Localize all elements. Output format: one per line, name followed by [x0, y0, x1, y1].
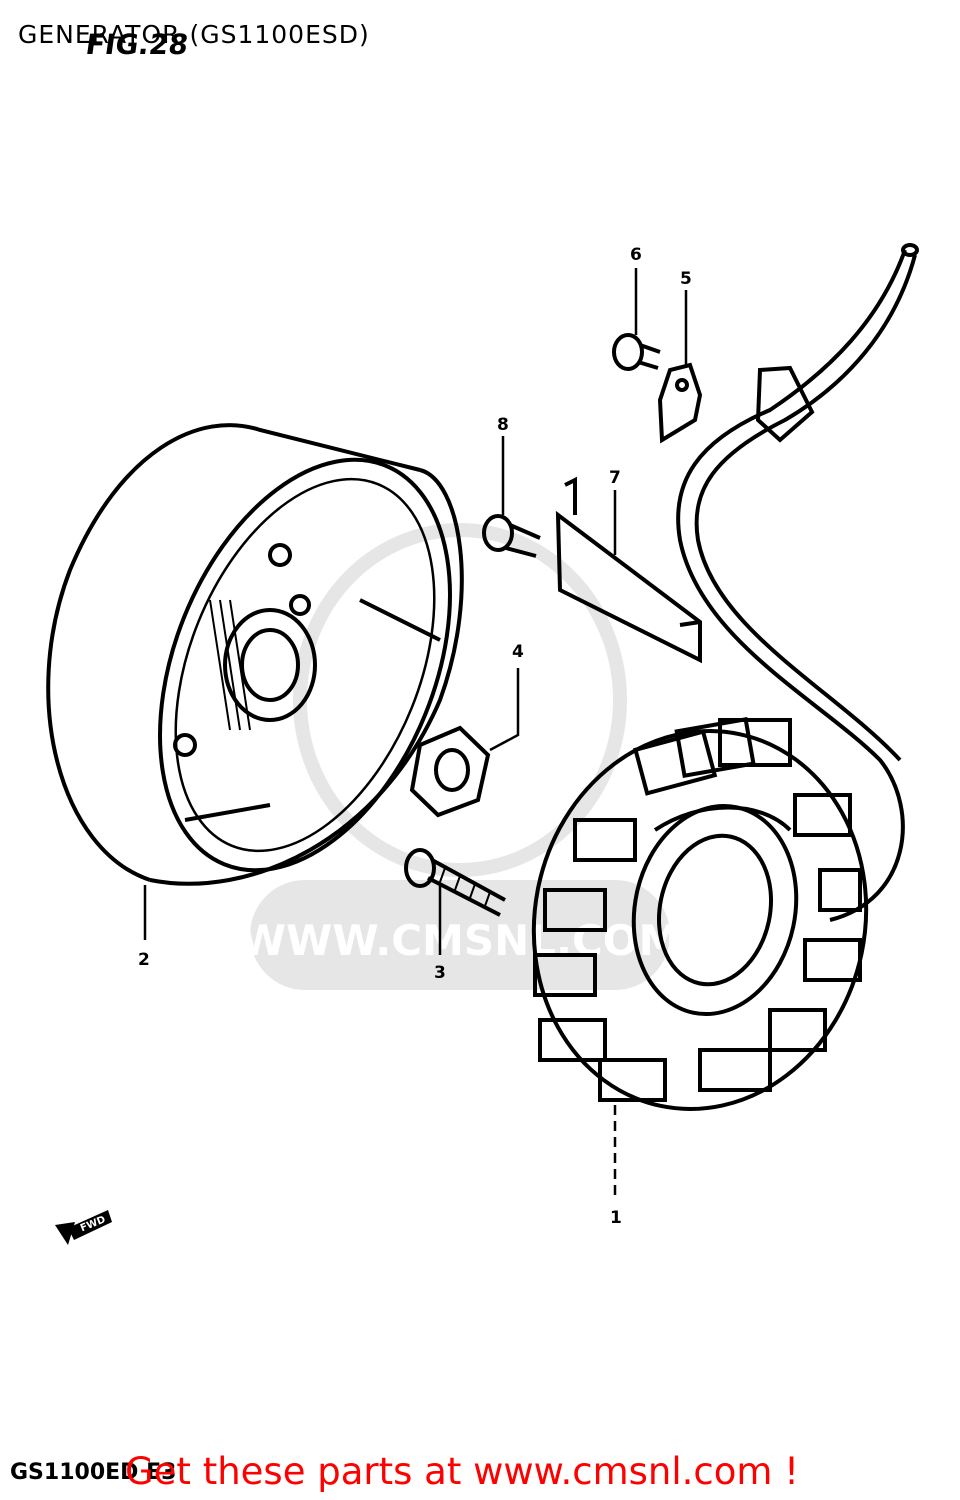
clamp-bolt — [482, 514, 541, 558]
figure-label: FIG.28 — [83, 28, 191, 61]
fwd-arrow-icon: FWD — [55, 1210, 112, 1245]
lead-wire — [676, 243, 919, 922]
callout-7: 7 — [609, 468, 621, 488]
callout-4: 4 — [512, 642, 524, 662]
page-title: GENERATOR (GS1100ESD) — [18, 20, 370, 49]
callout-3: 3 — [434, 963, 446, 983]
promo-link-text[interactable]: Get these parts at www.cmsnl.com ! — [125, 1450, 800, 1493]
callout-1: 1 — [610, 1208, 622, 1228]
callout-8: 8 — [497, 415, 509, 435]
leader-lines — [143, 268, 688, 1200]
rotor-nut — [409, 725, 491, 818]
callout-6: 6 — [630, 245, 642, 265]
callout-numbers: 1 2 3 4 5 6 7 8 — [138, 245, 692, 1228]
callout-5: 5 — [680, 269, 692, 289]
clamp-screw — [612, 333, 661, 371]
stator-coil — [531, 716, 869, 1111]
flywheel-rotor — [46, 423, 464, 886]
wire-clamp — [657, 362, 703, 444]
model-code: GS1100ED E3 — [10, 1460, 177, 1485]
wire-cover-plate — [555, 476, 702, 664]
watermark-text: WWW.CMSNL.COM — [240, 916, 681, 965]
callout-2: 2 — [138, 950, 150, 970]
rotor-bolt — [404, 848, 506, 917]
